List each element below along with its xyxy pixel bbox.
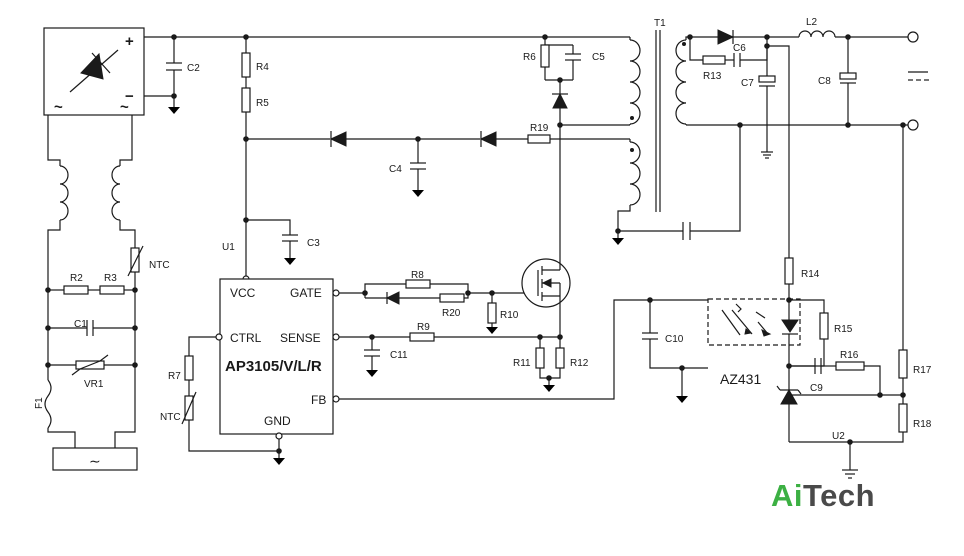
ic-body bbox=[219, 278, 334, 435]
sense-network: R9 C11 R11 R12 bbox=[339, 322, 589, 392]
r14-label: R14 bbox=[801, 269, 820, 280]
output-terminal-negative bbox=[907, 119, 919, 131]
c3-label: C3 bbox=[307, 238, 320, 249]
r3-label: R3 bbox=[104, 273, 117, 284]
r17-label: R17 bbox=[913, 365, 932, 376]
pin-gate-label: GATE bbox=[290, 286, 322, 300]
r11-label: R11 bbox=[513, 358, 531, 369]
ac-source-symbol: ∼ bbox=[89, 453, 101, 469]
pin-ctrl-label: CTRL bbox=[230, 331, 262, 345]
r19-label: R19 bbox=[530, 123, 549, 134]
pin-fb-label: FB bbox=[311, 393, 326, 407]
c8-label: C8 bbox=[818, 76, 831, 87]
c5-label: C5 bbox=[592, 52, 605, 63]
output-terminal-positive bbox=[907, 31, 919, 43]
brand-logo: AiTech bbox=[771, 478, 875, 514]
resistor-r14 bbox=[784, 257, 794, 285]
pin-vcc-label: VCC bbox=[230, 286, 256, 300]
resistor-r18 bbox=[898, 403, 908, 433]
startup-network: R4 R5 C3 U1 bbox=[222, 37, 320, 283]
c1-label: C1 bbox=[74, 319, 87, 330]
r16-label: R16 bbox=[840, 350, 859, 361]
l2-label: L2 bbox=[806, 17, 818, 28]
resistor-r20 bbox=[439, 293, 465, 303]
ntc-ctrl-label: NTC bbox=[160, 412, 181, 423]
resistor-r2 bbox=[63, 285, 89, 295]
brand-logo-part2: Tech bbox=[803, 478, 876, 513]
pin-sense-label: SENSE bbox=[280, 331, 321, 345]
r6-label: R6 bbox=[523, 52, 536, 63]
resistor-r7 bbox=[184, 355, 194, 381]
r4-label: R4 bbox=[256, 62, 269, 73]
r7-label: R7 bbox=[168, 371, 181, 382]
bridge-ac-right: ~ bbox=[120, 99, 129, 116]
r18-label: R18 bbox=[913, 419, 932, 430]
gate-drive: R8 R20 R10 bbox=[339, 270, 538, 334]
r2-label: R2 bbox=[70, 273, 83, 284]
c9-label: C9 bbox=[810, 383, 823, 394]
c4-label: C4 bbox=[389, 164, 402, 175]
bridge-minus: − bbox=[125, 88, 134, 105]
mosfet-switch bbox=[521, 125, 571, 337]
bridge-ac-left: ~ bbox=[54, 99, 63, 116]
r10-label: R10 bbox=[500, 310, 519, 321]
controller-ic-u1: VCC GATE CTRL SENSE AP3105/V/L/R FB GND bbox=[215, 278, 340, 440]
capacitor-c7 bbox=[758, 75, 776, 83]
pin-gnd-label: GND bbox=[264, 414, 291, 428]
t1-label: T1 bbox=[654, 18, 666, 29]
aux-rectifier: R19 C4 bbox=[246, 123, 630, 197]
bridge-rectifier: + − ~ ~ bbox=[43, 27, 145, 116]
capacitor-c8 bbox=[839, 72, 857, 80]
vr1-label: VR1 bbox=[84, 379, 104, 390]
brand-logo-part1: Ai bbox=[771, 478, 803, 513]
transformer-t1: T1 bbox=[560, 18, 690, 245]
secondary-regulator: R14 R15 R16 C9 AZ431 R17 R18 bbox=[720, 45, 932, 479]
snubber: R6 C5 bbox=[523, 37, 605, 128]
resistor-r9 bbox=[409, 332, 435, 342]
feedback-network: C10 bbox=[339, 297, 708, 403]
r15-label: R15 bbox=[834, 324, 853, 335]
resistor-r4 bbox=[241, 52, 251, 78]
c6-label: C6 bbox=[733, 43, 746, 54]
ic-part-name: AP3105/V/L/R bbox=[225, 358, 322, 375]
resistor-r11 bbox=[535, 347, 545, 369]
r9-label: R9 bbox=[417, 322, 430, 333]
r5-label: R5 bbox=[256, 98, 269, 109]
az431-label: AZ431 bbox=[720, 371, 761, 387]
u2-label: U2 bbox=[832, 431, 845, 442]
u1-label: U1 bbox=[222, 242, 235, 253]
r20-label: R20 bbox=[442, 308, 461, 319]
bridge-plus: + bbox=[125, 33, 134, 50]
resistor-r3 bbox=[99, 285, 125, 295]
input-filter: NTC R2 R3 C1 VR1 F1 ∼ bbox=[34, 115, 170, 471]
resistor-r15 bbox=[819, 312, 829, 340]
ntc-input-label: NTC bbox=[149, 260, 170, 271]
resistor-r8 bbox=[405, 279, 431, 289]
resistor-r10 bbox=[487, 302, 497, 324]
optocoupler bbox=[707, 298, 801, 346]
f1-label: F1 bbox=[34, 397, 45, 409]
ctrl-network: R7 NTC bbox=[160, 336, 285, 465]
resistor-r12 bbox=[555, 347, 565, 369]
resistor-r5 bbox=[241, 87, 251, 113]
resistor-r13 bbox=[702, 55, 726, 65]
ac-source bbox=[52, 447, 138, 471]
c7-label: C7 bbox=[741, 78, 754, 89]
c10-label: C10 bbox=[665, 334, 684, 345]
resistor-r17 bbox=[898, 349, 908, 379]
r13-label: R13 bbox=[703, 71, 722, 82]
output-stage: R13 C6 C7 L2 C8 bbox=[615, 17, 929, 240]
resistor-r19 bbox=[527, 134, 551, 144]
resistor-r6 bbox=[540, 44, 550, 68]
r12-label: R12 bbox=[570, 358, 589, 369]
resistor-r16 bbox=[835, 361, 865, 371]
c11-label: C11 bbox=[390, 350, 408, 361]
c2-label: C2 bbox=[187, 63, 200, 74]
r8-label: R8 bbox=[411, 270, 424, 281]
